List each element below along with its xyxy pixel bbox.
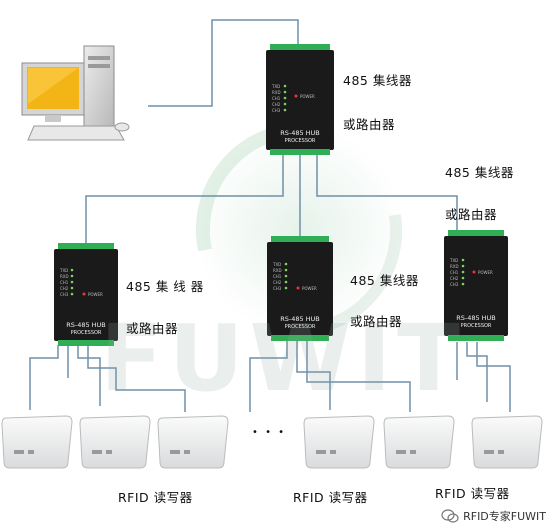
hub-device-center: TXD RXD CH1 CH2 CH3 POWER RS-485 HUB PRO… <box>267 236 333 341</box>
rfid-reader-group-center <box>303 415 455 469</box>
rfid-reader <box>383 415 455 469</box>
port-label: CH3 <box>273 286 282 291</box>
ellipsis: • • • <box>252 427 287 438</box>
port-label: RXD <box>272 90 281 95</box>
port-label: CH1 <box>60 280 69 285</box>
port-label: CH2 <box>273 280 282 285</box>
rfid-reader <box>79 415 151 469</box>
power-label: POWER <box>302 286 317 291</box>
power-label: POWER <box>300 94 315 99</box>
port-label: TXD <box>271 84 280 89</box>
reader-label-center: RFID 读写器 <box>293 490 368 505</box>
hub-label-top-line1: 485 集线器 <box>343 73 412 88</box>
model-label: RS-485 HUB <box>66 321 106 329</box>
port-label: TXD <box>59 268 68 273</box>
port-label: CH2 <box>450 276 459 281</box>
rfid-reader <box>157 415 229 469</box>
hub-label-top-line2: 或路由器 <box>343 117 396 132</box>
reader-label-right: RFID 读写器 <box>435 486 510 501</box>
port-label: RXD <box>60 274 69 279</box>
footer-text: RFID专家FUWIT <box>463 510 546 523</box>
rfid-reader-group-right <box>471 415 543 469</box>
model-label: RS-485 HUB <box>280 129 320 137</box>
power-label: POWER <box>478 270 493 275</box>
port-label: CH3 <box>60 292 69 297</box>
computer-icon <box>21 45 130 141</box>
footer-watermark: RFID专家FUWIT <box>441 508 546 524</box>
port-label: RXD <box>450 264 459 269</box>
port-label: CH1 <box>450 270 459 275</box>
port-label: TXD <box>449 258 458 263</box>
port-label: CH3 <box>450 282 459 287</box>
connection-lines <box>29 19 511 412</box>
hub-label-right-line2: 或路由器 <box>445 207 498 222</box>
port-label: TXD <box>272 262 281 267</box>
hub-label-left-line2: 或路由器 <box>126 321 179 336</box>
model-label: RS-485 HUB <box>456 314 496 322</box>
model-label: RS-485 HUB <box>280 315 320 323</box>
hub-label-center-line1: 485 集线器 <box>350 273 419 288</box>
port-label: CH1 <box>273 274 282 279</box>
hub-device-left: TXD RXD CH1 CH2 CH3 POWER RS-485 HUB PRO… <box>54 243 118 346</box>
model-sub-label: PROCESSOR <box>71 330 102 336</box>
port-label: CH2 <box>60 286 69 291</box>
port-label: CH1 <box>272 96 281 101</box>
rfid-reader <box>471 415 543 469</box>
hub-label-center-line2: 或路由器 <box>350 314 403 329</box>
model-sub-label: PROCESSOR <box>461 323 492 329</box>
reader-label-left: RFID 读写器 <box>118 490 193 505</box>
wechat-icon <box>441 509 459 523</box>
rfid-reader <box>1 415 73 469</box>
rfid-reader-group-left <box>1 415 229 469</box>
power-label: POWER <box>88 292 103 297</box>
port-label: CH3 <box>272 108 281 113</box>
model-sub-label: PROCESSOR <box>285 324 316 330</box>
hub-label-left-line1: 485 集 线 器 <box>126 279 204 294</box>
hub-label-right-line1: 485 集线器 <box>445 165 514 180</box>
hub-device-top: TXD RXD CH1 CH2 CH3 POWER RS-485 HUB PRO… <box>266 44 334 155</box>
hub-device-right: TXD RXD CH1 CH2 CH3 POWER RS-485 HUB PRO… <box>444 230 508 341</box>
rfid-reader <box>303 415 375 469</box>
port-label: RXD <box>273 268 282 273</box>
model-sub-label: PROCESSOR <box>285 138 316 144</box>
watermark: FUWIT <box>100 305 467 412</box>
port-label: CH2 <box>272 102 281 107</box>
